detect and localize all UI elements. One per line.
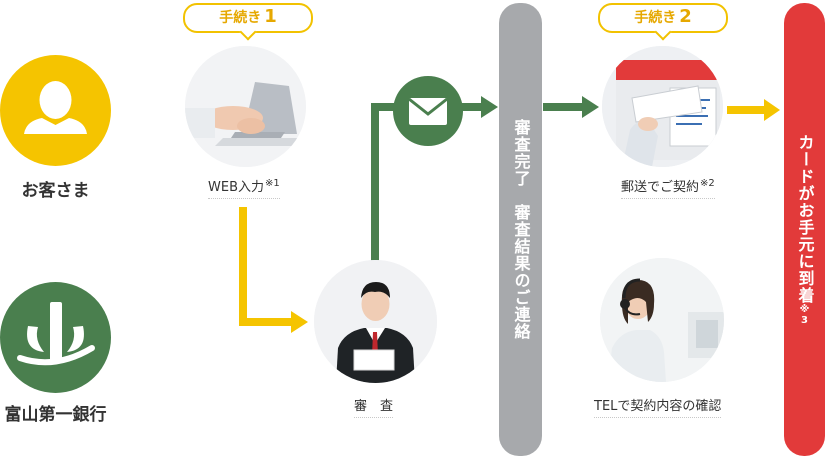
- customer-label: お客さま: [21, 181, 90, 201]
- review-caption: 審 査: [354, 395, 394, 418]
- web-input-photo: [185, 46, 306, 167]
- operator-icon: [600, 258, 724, 382]
- customer-avatar: [0, 55, 111, 166]
- businessman-icon: [314, 260, 437, 383]
- mail-caption-text: 郵送でご契約: [621, 180, 700, 195]
- card-arrival-text: カードがお手元に到着: [795, 133, 815, 304]
- mail-contract-photo: [602, 46, 723, 167]
- mailbox-icon: [602, 46, 723, 167]
- envelope-icon: [408, 97, 448, 125]
- web-caption-text: WEB入力: [208, 180, 264, 195]
- arrow-web-to-review-head: [291, 311, 308, 333]
- mail-caption: 郵送でご契約※2: [621, 176, 715, 199]
- arrow-mail-to-card-head: [764, 99, 780, 121]
- tel-caption: TELで契約内容の確認: [594, 395, 722, 418]
- review-result-bar: 審査完了 審査結果のご連絡: [499, 3, 542, 456]
- card-note: ※3: [799, 303, 810, 326]
- arrow-web-to-review: [239, 207, 292, 326]
- bank-label: 富山第一銀行: [4, 405, 107, 425]
- person-icon: [24, 81, 87, 134]
- arrow-result-to-mail-head: [582, 96, 599, 118]
- step2-label: 手続き: [634, 10, 677, 26]
- card-arrival-bar: カードがお手元に到着※3: [784, 3, 825, 456]
- arrow-review-to-result-head: [481, 96, 498, 118]
- review-photo: [314, 260, 437, 383]
- laptop-icon: [185, 46, 306, 167]
- web-note: ※1: [265, 177, 280, 189]
- step1-label: 手続き: [219, 10, 262, 26]
- step2-number: 2: [679, 6, 692, 27]
- step1-number: 1: [264, 6, 277, 27]
- tel-confirm-photo: [600, 258, 724, 382]
- arrow-mail-to-card: [727, 106, 767, 114]
- arrow-result-to-mail: [543, 103, 585, 111]
- mail-note: ※2: [700, 177, 715, 189]
- bank-logo-icon: [17, 302, 95, 366]
- bank-logo: [0, 282, 111, 393]
- web-caption: WEB入力※1: [208, 176, 280, 199]
- review-result-text: 審査完了 審査結果のご連絡: [511, 119, 531, 340]
